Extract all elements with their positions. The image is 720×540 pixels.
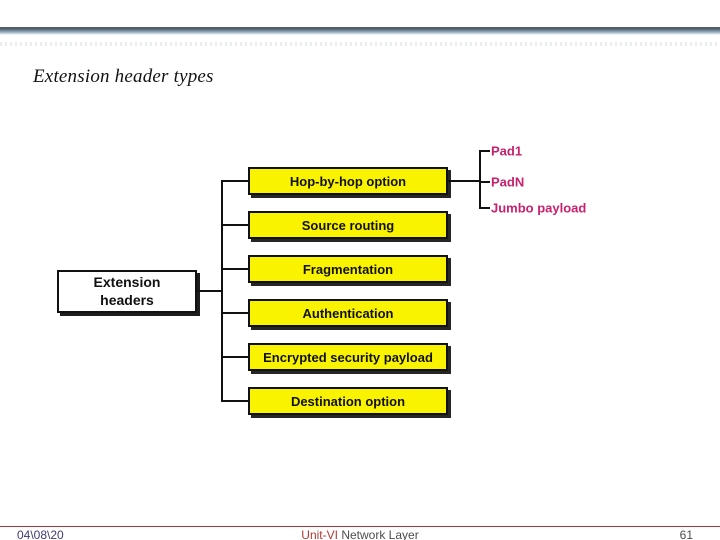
option-label-jumbo-payload: Jumbo payload (491, 200, 587, 216)
header-box-destination-option: Destination option (248, 387, 448, 415)
connector-stub-source-routing (222, 224, 248, 226)
trunk-line (221, 180, 223, 402)
footer-course-name: Network Layer (341, 528, 419, 540)
header-box-encrypted-security-payload: Encrypted security payload (248, 343, 448, 371)
dotted-divider (0, 42, 720, 46)
header-box-hop-by-hop-option: Hop-by-hop option (248, 167, 448, 195)
footer-unit-label: Unit-VI (301, 528, 338, 540)
options-bracket-line (479, 150, 481, 209)
option-label-padn: PadN (491, 174, 525, 190)
option-stub-pad1 (480, 150, 490, 152)
header-box-authentication: Authentication (248, 299, 448, 327)
footer-date: 04\08\20 (17, 528, 64, 540)
option-stub-jumbo (480, 207, 490, 209)
connector-stub-destination (222, 400, 248, 402)
root-box-extension-headers: Extension headers (57, 270, 197, 313)
connector-stub-encrypted (222, 356, 248, 358)
option-label-pad1: Pad1 (491, 143, 523, 159)
footer-divider-line (0, 526, 720, 527)
connector-stub-fragmentation (222, 268, 248, 270)
connector-root-to-trunk (197, 290, 222, 292)
footer-course-label: Unit-VI Network Layer (0, 528, 720, 540)
option-stub-padn (480, 181, 490, 183)
connector-hop-to-options (448, 180, 481, 182)
header-box-source-routing: Source routing (248, 211, 448, 239)
slide-title: Extension header types (33, 66, 214, 87)
header-box-fragmentation: Fragmentation (248, 255, 448, 283)
footer-page-number: 61 (679, 528, 693, 540)
connector-stub-authentication (222, 312, 248, 314)
top-accent-bar (0, 27, 720, 35)
connector-stub-hop-by-hop (222, 180, 248, 182)
